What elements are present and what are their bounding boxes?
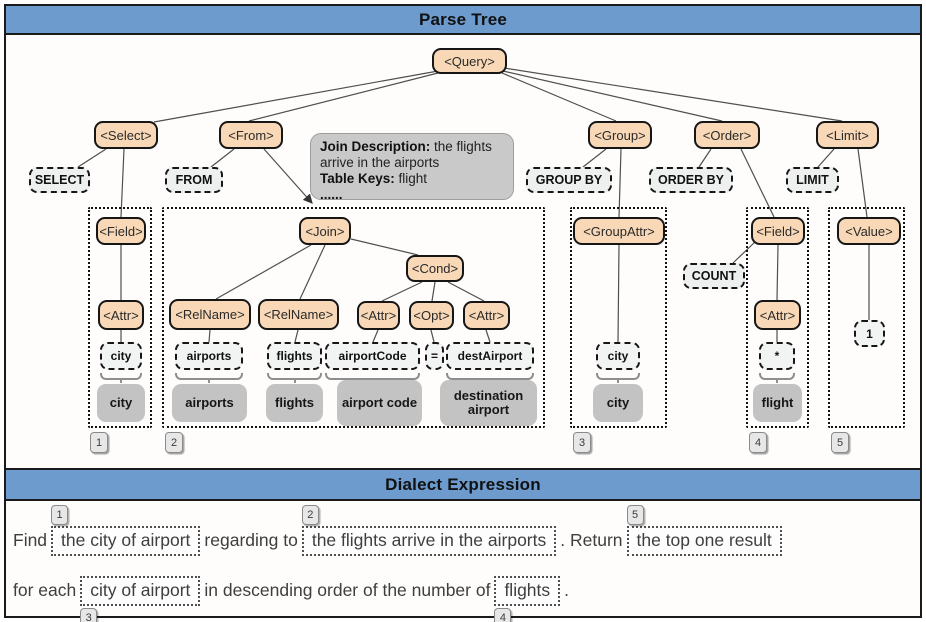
dialect-phrase-3-text: city of airport — [90, 580, 191, 600]
bracket-airports — [175, 373, 243, 380]
phrase-badge-4: 4 — [494, 608, 512, 622]
terminal-city-group: city — [596, 342, 640, 370]
gloss-city-group: city — [593, 384, 643, 422]
dialect-phrase-3: 3 city of airport — [80, 576, 201, 622]
terminal-city-select: city — [100, 342, 142, 370]
join-note-line-2: Table Keys: flight — [320, 171, 504, 187]
gloss-dest-airport: destination airport — [440, 380, 537, 426]
group-badge-2: 2 — [165, 432, 183, 453]
node-order: <Order> — [694, 121, 760, 149]
node-field-order: <Field> — [751, 217, 805, 245]
node-query: <Query> — [432, 48, 507, 74]
phrase-badge-5: 5 — [626, 505, 644, 525]
phrase-badge-1: 1 — [51, 505, 69, 525]
node-relname-right: <RelName> — [258, 299, 339, 330]
node-value: <Value> — [837, 217, 901, 245]
parse-tree-panel: 1 2 3 4 5 <Query> <Select> <From> <Group… — [4, 33, 922, 470]
group-outline-1 — [88, 207, 152, 428]
node-from: <From> — [219, 121, 283, 149]
node-groupattr: <GroupAttr> — [573, 217, 665, 245]
tree-edges — [77, 67, 870, 343]
keyword-select: SELECT — [29, 167, 90, 193]
join-note-ellipsis: ...... — [320, 186, 343, 202]
node-attr-left: <Attr> — [357, 301, 400, 330]
parse-tree-header: Parse Tree — [4, 4, 922, 35]
dialect-phrase-2-text: the flights arrive in the airports — [311, 530, 547, 550]
terminal-flights: flights — [267, 342, 322, 370]
gloss-city-select: city — [97, 384, 145, 422]
dialect-title: Dialect Expression — [385, 474, 541, 494]
terminal-airport-code: airportCode — [325, 342, 420, 370]
bracket-flights — [267, 373, 322, 380]
gloss-flight: flight — [753, 384, 802, 422]
dialect-text: in descending order of the number of — [204, 580, 491, 600]
dialect-header: Dialect Expression — [4, 468, 922, 501]
dialect-phrase-1-text: the city of airport — [61, 530, 191, 550]
node-attr-right: <Attr> — [463, 301, 510, 330]
node-opt: <Opt> — [409, 301, 454, 330]
phrase-badge-3: 3 — [80, 608, 98, 622]
dialect-text: . — [564, 580, 570, 600]
bracket-airport-code — [325, 373, 420, 380]
dialect-phrase-1: 1 the city of airport — [51, 505, 201, 556]
dialect-phrase-5: 5 the top one result — [626, 505, 782, 556]
terminal-airports: airports — [175, 342, 243, 370]
terminal-dest-airport: destAirport — [446, 342, 534, 370]
bracket-city-group — [596, 373, 640, 380]
join-note-text-2: flight — [398, 170, 428, 186]
bracket-dest-airport — [446, 373, 534, 380]
dialect-phrase-5-text: the top one result — [636, 530, 772, 550]
node-relname-left: <RelName> — [169, 299, 251, 330]
node-field-select: <Field> — [96, 217, 146, 245]
keyword-order-by: ORDER BY — [649, 167, 733, 193]
group-outline-3 — [570, 207, 667, 428]
node-cond: <Cond> — [406, 255, 464, 282]
terminal-star: * — [759, 342, 795, 370]
parse-tree-title: Parse Tree — [418, 9, 507, 29]
keyword-count: COUNT — [683, 263, 745, 289]
dialect-text: regarding to — [204, 530, 298, 550]
node-attr-select: <Attr> — [98, 300, 144, 330]
keyword-from: FROM — [165, 167, 223, 193]
bracket-city-select — [100, 373, 142, 380]
dialect-text: for each — [13, 580, 77, 600]
dialect-text: . Return — [560, 530, 623, 550]
node-join: <Join> — [299, 217, 351, 245]
gloss-airports: airports — [172, 384, 247, 422]
dialect-text: Find — [13, 530, 48, 550]
join-note-label-2: Table Keys: — [320, 170, 395, 186]
join-note: Join Description: the flights arrive in … — [310, 133, 514, 202]
gloss-airport-code: airport code — [337, 380, 422, 426]
group-badge-5: 5 — [831, 432, 849, 453]
keyword-limit: LIMIT — [786, 167, 839, 193]
terminal-equals: = — [425, 342, 444, 370]
bracket-star — [759, 373, 795, 380]
node-limit: <Limit> — [816, 121, 879, 149]
group-outline-4 — [746, 207, 809, 428]
node-attr-order: <Attr> — [754, 300, 801, 330]
node-group: <Group> — [588, 121, 652, 149]
join-note-text-1: the flights arrive in the airports — [320, 139, 492, 170]
keyword-group-by: GROUP BY — [526, 167, 612, 193]
join-note-line-1: Join Description: the flights arrive in … — [320, 139, 504, 171]
group-outline-5 — [828, 207, 905, 428]
terminal-one: 1 — [854, 320, 885, 347]
group-outline-2 — [162, 207, 545, 428]
node-select: <Select> — [94, 121, 158, 149]
group-badge-3: 3 — [573, 432, 591, 453]
gloss-flights: flights — [266, 384, 323, 422]
join-note-label-1: Join Description: — [320, 139, 431, 154]
dialect-phrase-4: 4 flights — [494, 576, 561, 622]
group-badge-4: 4 — [749, 432, 767, 453]
phrase-badge-2: 2 — [301, 505, 319, 525]
dialect-phrase-4-text: flights — [504, 580, 551, 600]
dialect-phrase-2: 2 the flights arrive in the airports — [301, 505, 557, 556]
group-badge-1: 1 — [90, 432, 108, 453]
